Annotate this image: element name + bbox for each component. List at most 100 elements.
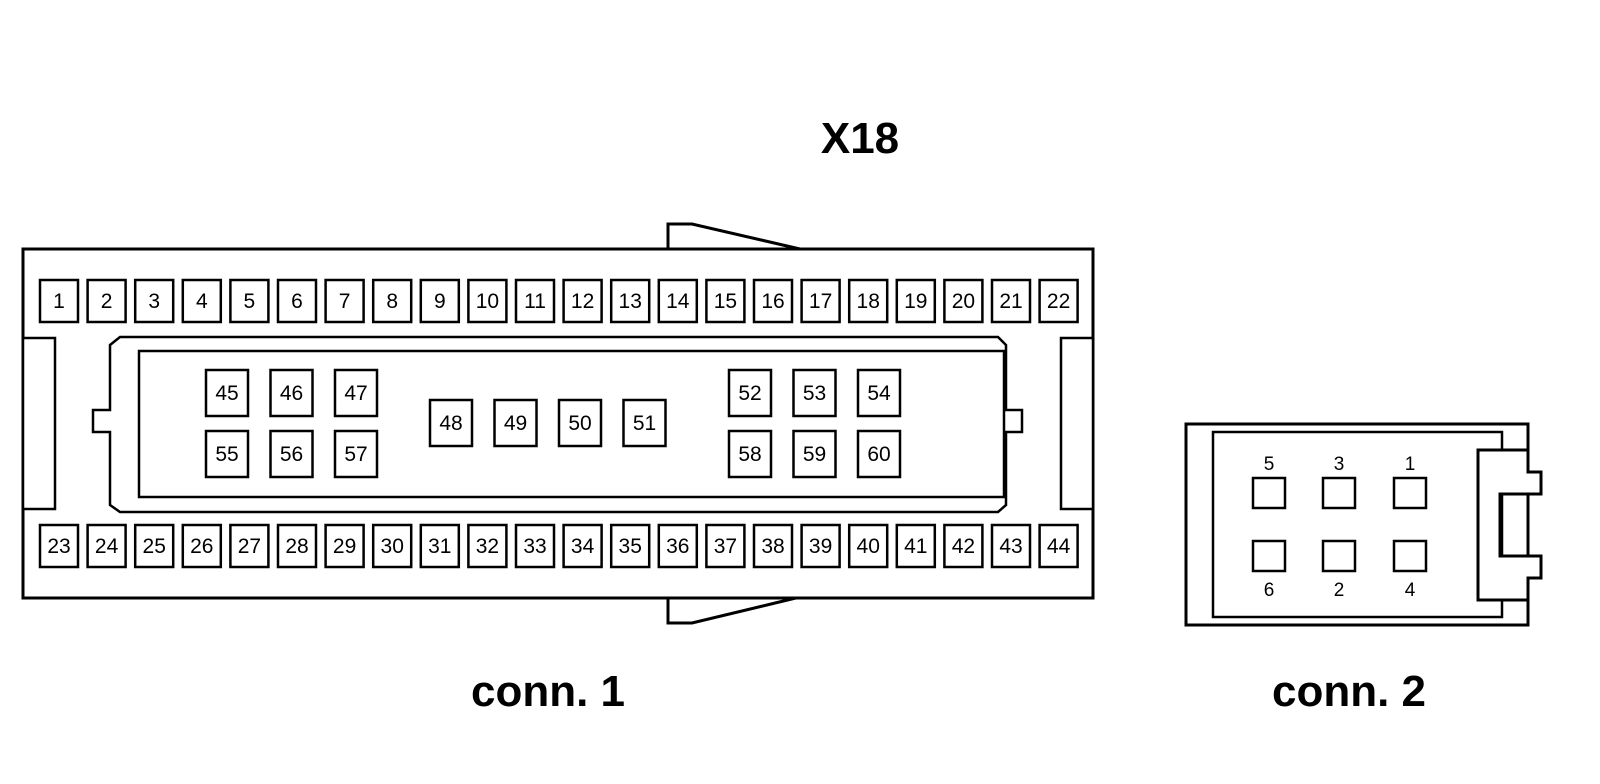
pin-20: 20 [943,278,984,324]
pin-cavity [467,278,508,324]
pin-label: 45 [215,382,238,405]
pin-label: 51 [633,412,656,435]
pin-cavity [800,523,841,569]
pin-cavity [493,398,538,448]
pin-cavity [752,278,794,324]
pin-cavity [428,398,474,448]
pin-cavity [1251,539,1287,573]
pin-15: 15 [705,278,746,324]
pin-2: 2 [86,278,127,324]
pin-label: 18 [857,290,880,313]
pin-9: 9 [419,278,461,324]
pin-cavity [269,368,314,418]
pin-cavity [86,278,127,324]
pin-27: 27 [229,523,270,569]
pin-cavity [86,523,127,569]
pin-54: 54 [856,368,902,418]
pin-label: 25 [143,535,166,558]
pin-label: 57 [344,443,367,466]
pin-44: 44 [1038,523,1079,569]
pin-cavity [705,523,746,569]
pin-3: 3 [133,278,175,324]
pin-cavity [269,429,314,479]
pin-cavity [133,278,175,324]
pin-label: 9 [434,290,446,313]
pin-label: 19 [904,290,927,313]
pin-38: 38 [752,523,794,569]
pin-4: 4 [181,278,223,324]
pin-label: 28 [285,535,308,558]
pin-cavity [990,523,1032,569]
pin-34: 34 [562,523,603,569]
pin-cavity [204,368,250,418]
pin-label: 4 [1405,580,1416,601]
pin-25: 25 [133,523,175,569]
pin-cavity [562,523,603,569]
pin-label: 37 [714,535,737,558]
pin-label: 42 [952,535,975,558]
pin-label: 4 [196,290,208,313]
pin-label: 47 [344,382,367,405]
pin-5: 5 [229,278,270,324]
pin-45: 45 [204,368,250,418]
pin-cavity [1038,523,1079,569]
pin-label: 10 [476,290,499,313]
pin-cavity [371,523,413,569]
pin-cavity [727,429,773,479]
pin-49: 49 [493,398,538,448]
pin-cavity [752,523,794,569]
pin-cavity [609,278,651,324]
pin-label: 29 [333,535,356,558]
pin-cavity [514,278,556,324]
pin-4 [1392,539,1428,573]
pin-label: 6 [291,290,303,313]
pin-43: 43 [990,523,1032,569]
diagram-title: X18 [821,114,899,163]
conn2-label: conn. 2 [1272,667,1426,716]
pin-label: 21 [999,290,1022,313]
pin-cavity [705,278,746,324]
pin-11: 11 [514,278,556,324]
pin-label: 48 [439,412,462,435]
pin-cavity [1392,539,1428,573]
pin-label: 35 [619,535,642,558]
pin-label: 14 [666,290,690,313]
pin-label: 53 [803,382,826,405]
pin-17: 17 [800,278,841,324]
pin-label: 27 [238,535,261,558]
pin-cavity [514,523,556,569]
pin-label: 55 [215,443,238,466]
pin-57: 57 [333,429,379,479]
pin-6 [1251,539,1287,573]
pin-cavity [419,278,461,324]
pin-cavity [333,429,379,479]
pin-label: 16 [761,290,784,313]
pin-50: 50 [557,398,603,448]
pin-48: 48 [428,398,474,448]
pin-label: 60 [867,443,890,466]
pin-21: 21 [990,278,1032,324]
pin-label: 39 [809,535,832,558]
pin-label: 36 [666,535,689,558]
pin-60: 60 [856,429,902,479]
pin-18: 18 [847,278,889,324]
pin-label: 6 [1264,580,1275,601]
pin-label: 24 [95,535,119,558]
pin-1 [1392,476,1428,510]
pin-label: 43 [999,535,1022,558]
pin-19: 19 [895,278,937,324]
pin-12: 12 [562,278,603,324]
pin-cavity [229,278,270,324]
pin-30: 30 [371,523,413,569]
pin-cavity [847,523,889,569]
pin-label: 44 [1047,535,1071,558]
pin-cavity [792,429,837,479]
pin-41: 41 [895,523,937,569]
pin-55: 55 [204,429,250,479]
pin-label: 26 [190,535,213,558]
conn2-inner-frame [1211,430,1504,619]
pin-24: 24 [86,523,127,569]
